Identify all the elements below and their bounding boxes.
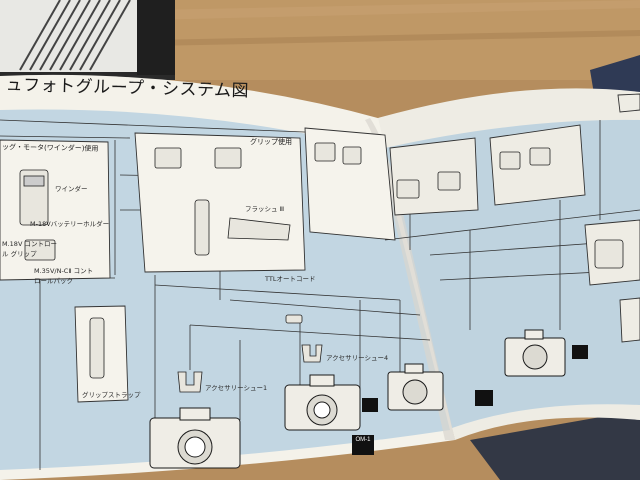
accessory-shoe-label: アクセサリーシュー1 xyxy=(205,384,268,392)
accessory-shoe-4-label: アクセサリーシュー4 xyxy=(326,354,389,362)
camera-center xyxy=(284,374,361,431)
control-pack-label: M.35V/N-CⅡ コントロールパック xyxy=(34,267,94,285)
battery-holder-label: M-18Vバッテリーホルダー xyxy=(30,220,110,228)
ttl-cord-label: TTLオートコード xyxy=(265,275,316,283)
camera-om1-large xyxy=(149,407,241,469)
om1-badge: OM-1 xyxy=(352,435,374,455)
grip-use-heading: グリップ使用 xyxy=(250,138,292,146)
camera-gutter xyxy=(387,363,444,411)
background-book xyxy=(0,0,175,80)
camera-illustrations xyxy=(149,329,566,469)
motor-winder-heading: ッグ・モータ(ワインダー)使用 xyxy=(1,143,99,153)
control-grip-label: M.18V コントロール グリップ xyxy=(2,240,57,258)
flash-bracket-label: フラッシュ Ⅲ xyxy=(245,205,285,213)
winder-label: ワインダー xyxy=(55,185,88,193)
grip-strap-label: グリップストラップ xyxy=(82,391,141,399)
camera-right xyxy=(504,329,566,377)
